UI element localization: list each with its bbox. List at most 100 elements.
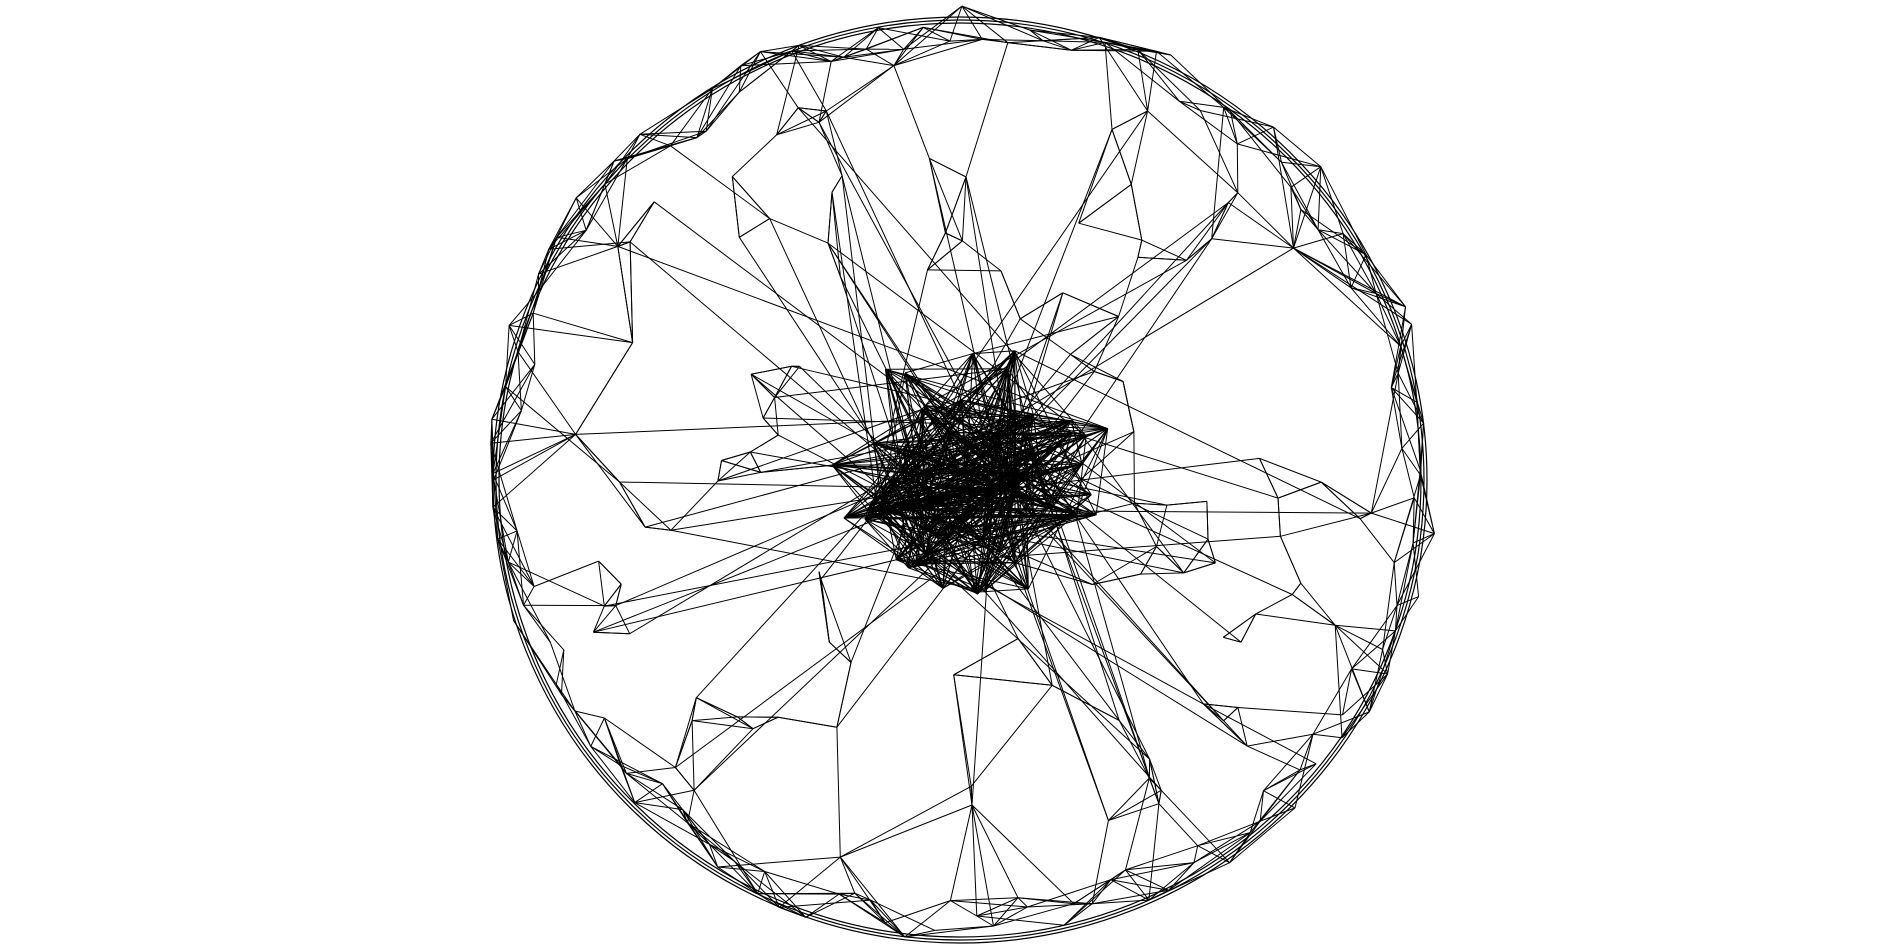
graph-edge	[538, 237, 558, 292]
graph-edge	[687, 790, 695, 823]
graph-edge	[908, 435, 1087, 569]
graph-edge	[687, 822, 765, 872]
graph-edge	[1007, 368, 1016, 413]
graph-edge	[1368, 673, 1389, 713]
graph-edge	[996, 350, 1016, 435]
graph-edge	[653, 201, 926, 406]
graph-edge	[764, 871, 840, 895]
graph-edge	[1413, 497, 1435, 534]
graph-edge	[778, 856, 841, 908]
graph-edge	[999, 516, 1034, 552]
graph-edge	[1024, 420, 1072, 425]
graph-edge	[1110, 879, 1169, 891]
graph-edge	[854, 892, 871, 901]
graph-edge	[670, 145, 770, 220]
graph-edge	[1263, 733, 1314, 792]
graph-edge	[508, 561, 605, 607]
graph-edge	[593, 605, 617, 633]
graph-edge	[1156, 546, 1185, 574]
graph-edge	[1038, 463, 1049, 509]
graph-edge	[791, 45, 800, 52]
graph-edge	[1092, 573, 1141, 585]
graph-edge	[893, 65, 930, 159]
graph-edge	[555, 684, 576, 712]
graph-edge	[717, 856, 841, 868]
graph-edge	[508, 325, 519, 352]
graph-edge	[1400, 324, 1413, 347]
graph-edge	[769, 218, 829, 244]
graph-edge	[1393, 497, 1415, 563]
graph-edge	[1197, 832, 1251, 847]
graph-edge	[670, 137, 698, 147]
graph-edge	[1401, 422, 1424, 449]
graph-edge	[750, 434, 779, 453]
graph-edge	[904, 925, 994, 938]
graph-edge	[1223, 106, 1274, 128]
graph-edge	[1391, 387, 1418, 403]
graph-edge	[831, 175, 843, 193]
graph-edge	[731, 176, 740, 238]
graph-edge	[692, 720, 754, 730]
graph-edge	[915, 508, 1049, 565]
graph-edge	[634, 802, 683, 811]
graph-edge	[1401, 448, 1421, 476]
graph-edge	[798, 44, 844, 58]
graph-edge	[1122, 381, 1131, 416]
graph-edge	[1047, 433, 1072, 509]
graph-edge	[1007, 475, 1151, 760]
graph-edge	[1017, 897, 1074, 905]
graph-edge	[1076, 435, 1087, 515]
graph-edge	[717, 866, 765, 872]
graph-edge	[762, 397, 776, 419]
graph-edge	[916, 474, 1029, 590]
graph-edge	[1156, 50, 1225, 108]
graph-edge	[1203, 703, 1317, 765]
graph-edge	[1334, 624, 1388, 675]
graph-edge	[757, 893, 780, 908]
graph-edge	[1199, 110, 1239, 193]
graph-edge	[490, 433, 576, 444]
graph-edge	[750, 373, 874, 444]
graph-edge	[1320, 481, 1372, 514]
graph-edge	[1007, 42, 1072, 51]
graph-edge	[1179, 100, 1201, 111]
graph-edge	[866, 26, 924, 50]
graph-edge	[836, 727, 841, 858]
graph-edge	[1094, 371, 1124, 382]
graph-edge	[1290, 166, 1322, 188]
graph-edge	[575, 197, 619, 247]
graph-edge	[737, 716, 754, 730]
graph-edge	[798, 107, 827, 112]
graph-edge	[507, 561, 551, 643]
graph-edge	[508, 290, 539, 326]
graph-edge	[691, 720, 695, 791]
graph-edge	[1240, 613, 1257, 643]
graph-edge	[818, 110, 827, 123]
graph-edge	[1246, 745, 1301, 771]
graph-edge	[1368, 630, 1396, 713]
graph-edge	[1370, 373, 1399, 514]
graph-edge	[843, 56, 894, 67]
graph-edge	[1193, 820, 1261, 864]
graph-edge	[538, 229, 587, 275]
graph-edge	[692, 716, 738, 722]
graph-edge	[1111, 110, 1148, 130]
graph-edge	[1211, 192, 1239, 239]
graph-edge	[1412, 533, 1435, 544]
graph-edge	[877, 27, 905, 50]
graph-edge	[905, 353, 973, 374]
graph-edge	[1014, 435, 1087, 487]
graph-edge	[1375, 293, 1402, 347]
graph-edge	[864, 518, 909, 569]
graph-edge	[1419, 469, 1435, 534]
graph-edge	[693, 728, 754, 791]
graph-edge	[1148, 889, 1169, 901]
graph-edge	[1007, 483, 1225, 722]
graph-edge	[1111, 129, 1132, 185]
graph-edge	[885, 369, 903, 473]
graph-edge	[825, 110, 962, 401]
graph-edge	[523, 604, 551, 643]
graph-edge	[508, 312, 534, 326]
graph-edge	[738, 65, 742, 93]
